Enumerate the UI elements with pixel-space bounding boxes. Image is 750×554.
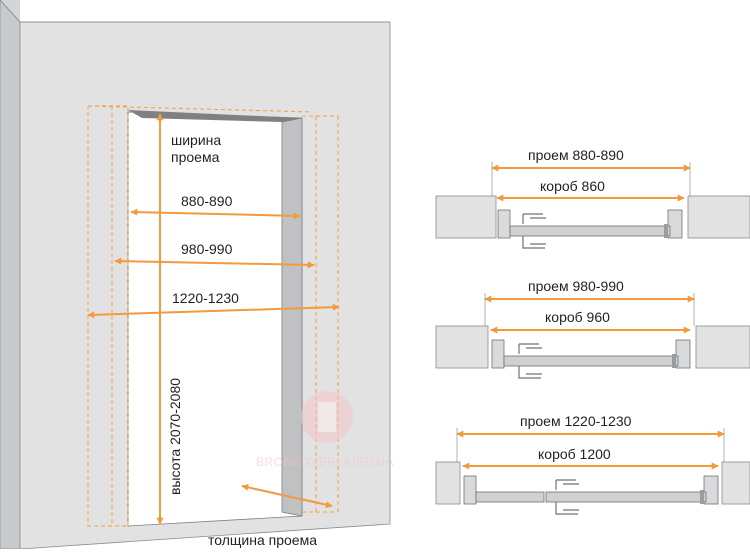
section-3-opening-label: проем 1220-1230 xyxy=(520,413,632,429)
section-3-wall-left xyxy=(435,461,461,505)
width-caption-line1: ширина xyxy=(171,132,221,148)
section-1-wall-right xyxy=(687,195,750,239)
section-2-opening-label: проем 980-990 xyxy=(528,278,624,294)
width-caption-line2: проема xyxy=(171,149,220,165)
label-thickness: толщина проема xyxy=(208,532,317,548)
label-opening-width: 980-990 xyxy=(181,241,233,257)
label-outer-width: 1220-1230 xyxy=(172,290,239,306)
wall-left-face xyxy=(0,0,21,550)
section-3-door-leaf-left xyxy=(475,491,545,503)
section-3-frame-label: короб 1200 xyxy=(538,446,611,462)
watermark-text: BRONEDVERI.KIEV.UA xyxy=(256,455,394,469)
watermark: BRONEDVERI.KIEV.UA xyxy=(256,391,394,469)
section-3-frame-left xyxy=(463,475,477,505)
arrow-outer-width xyxy=(87,303,340,319)
wall-top-edge xyxy=(0,0,21,23)
section-2-door-leaf xyxy=(503,355,679,367)
section-1-frame-left xyxy=(497,209,511,239)
section-1-handle xyxy=(522,213,546,249)
section-3-wall-right xyxy=(721,461,750,505)
section-1-frame-label: короб 860 xyxy=(540,178,605,194)
watermark-logo-door xyxy=(318,402,336,432)
opening-top-reveal xyxy=(128,110,302,122)
section-3: проем 1220-1230 короб 1200 xyxy=(435,413,750,515)
watermark-logo xyxy=(301,391,353,443)
section-2-handle xyxy=(518,343,542,379)
section-2-frame-label: короб 960 xyxy=(545,309,610,325)
section-1-hinge xyxy=(664,224,668,238)
front-view: ширина проема 880-890 980-990 1220-1230 … xyxy=(0,0,391,550)
arrow-thickness xyxy=(241,483,333,509)
guide-top xyxy=(87,105,313,113)
label-height: высота 2070-2080 xyxy=(167,378,183,495)
section-1-door-leaf xyxy=(509,225,671,237)
section-2-wall-right xyxy=(695,325,750,369)
section-2-frame-left xyxy=(491,339,505,369)
section-1-wall-left xyxy=(435,195,497,239)
section-3-door-leaf-right xyxy=(545,491,707,503)
arrow-opening-width xyxy=(114,257,315,269)
section-3-hinge xyxy=(700,490,704,504)
guide-outer xyxy=(87,105,129,527)
section-1-opening-label: проем 880-890 xyxy=(528,147,624,163)
section-2: проем 980-990 короб 960 xyxy=(435,278,750,379)
section-2-wall-left xyxy=(435,325,489,369)
section-3-handle xyxy=(555,479,579,515)
section-1: проем 880-890 короб 860 xyxy=(435,147,750,249)
label-box-width: 880-890 xyxy=(181,193,233,209)
section-2-hinge xyxy=(672,354,676,368)
